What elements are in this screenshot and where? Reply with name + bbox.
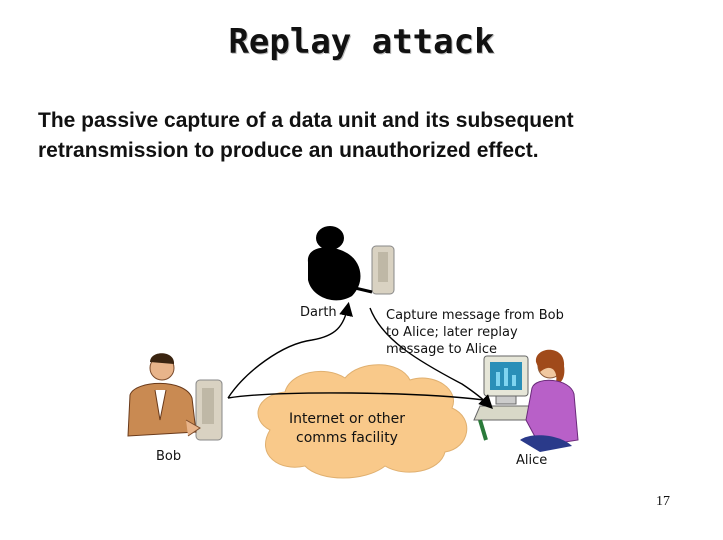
darth-label: Darth	[300, 305, 337, 320]
slide-title: Replay attack	[228, 22, 495, 62]
bob-to-darth-arrow	[227, 301, 353, 399]
darth-figure-icon	[307, 226, 395, 301]
cloud-label: Internet or other comms facility	[288, 411, 406, 446]
slide-subtitle: The passive capture of a data unit and i…	[38, 109, 574, 162]
bob-figure-icon	[127, 353, 223, 441]
alice-label: Alice	[516, 453, 548, 468]
page-number: 17	[656, 494, 670, 509]
alice-figure-icon	[473, 349, 579, 452]
capture-note: Capture message from Bob to Alice; later…	[386, 308, 564, 357]
darth-to-alice-arrow	[369, 307, 493, 409]
bob-to-alice-line	[227, 392, 485, 401]
bob-label: Bob	[156, 449, 182, 464]
